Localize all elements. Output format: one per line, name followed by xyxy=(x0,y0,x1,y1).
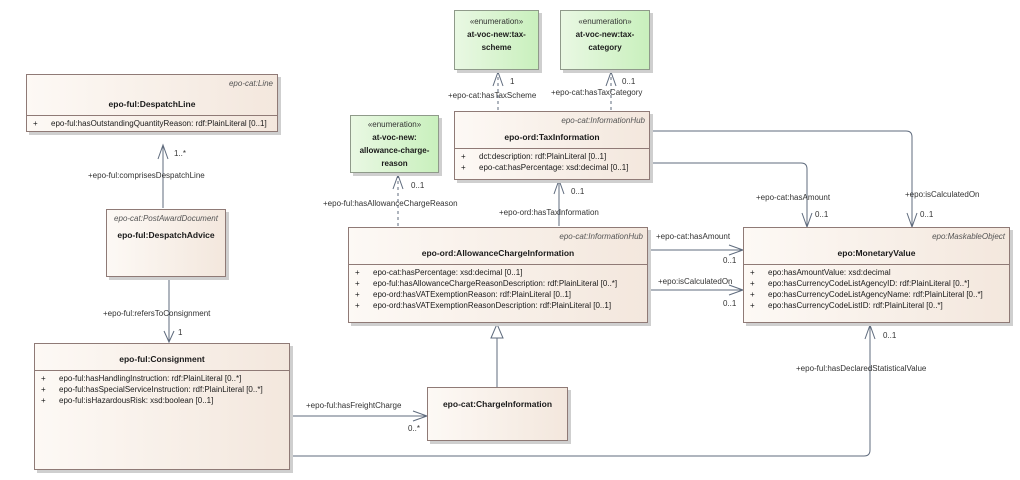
multiplicity-label: 0..1 xyxy=(411,181,425,190)
class-name: epo-ful:DespatchLine xyxy=(108,99,196,109)
attribute: +epo:hasCurrencyCodeListID: rdf:PlainLit… xyxy=(750,301,943,310)
arrowhead-open xyxy=(163,330,175,344)
arrowhead-open xyxy=(392,173,404,190)
divider xyxy=(35,370,289,371)
attribute-list: +epo:hasAmountValue: xsd:decimal +epo:ha… xyxy=(750,267,1005,311)
role-label: +epo-ful:comprisesDespatchLine xyxy=(88,171,205,180)
class-despatch-line[interactable]: epo-cat:Line epo-ful:DespatchLine +epo-f… xyxy=(26,74,278,132)
edge-has-declared-statistical-value xyxy=(290,325,871,457)
attribute: +epo:hasCurrencyCodeListAgencyName: rdf:… xyxy=(750,290,983,299)
attribute: +epo:hasAmountValue: xsd:decimal xyxy=(750,268,891,277)
role-label: +epo-cat:hasAmount xyxy=(756,193,831,202)
arrowhead-open xyxy=(492,70,504,87)
multiplicity-label: 0..1 xyxy=(723,256,737,265)
generalization-triangle xyxy=(490,322,504,339)
enum-name-line: scheme xyxy=(481,43,512,52)
multiplicity-label: 0..1 xyxy=(920,210,934,219)
role-label: +epo-ful:hasFreightCharge xyxy=(306,401,402,410)
attribute: +epo:hasCurrencyCodeListAgencyID: rdf:Pl… xyxy=(750,279,970,288)
class-stereotype: epo-cat:PostAwardDocument xyxy=(114,214,218,223)
attribute: +epo-ord:hasVATExemptionReason: rdf:Plai… xyxy=(355,290,572,299)
enum-tax-scheme[interactable]: «enumeration» at-voc-new:tax- scheme xyxy=(454,10,539,70)
enum-name-line: at-voc-new:tax- xyxy=(575,30,635,39)
class-allowance-charge-information[interactable]: epo-cat:InformationHub epo-ord:Allowance… xyxy=(348,227,648,323)
class-tax-information[interactable]: epo-cat:InformationHub epo-ord:TaxInform… xyxy=(454,111,650,180)
role-label: +epo-cat:hasTaxCategory xyxy=(551,88,643,97)
role-label: +epo:isCalculatedOn xyxy=(658,277,733,286)
class-name: epo-ord:TaxInformation xyxy=(504,132,600,142)
attribute: +epo-ful:hasHandlingInstruction: rdf:Pla… xyxy=(41,374,242,383)
enum-name-line: reason xyxy=(381,159,408,168)
role-label: 1..* xyxy=(174,149,187,158)
class-stereotype: epo-cat:InformationHub xyxy=(561,116,645,125)
attribute: +epo-ful:isHazardousRisk: xsd:boolean [0… xyxy=(41,396,214,405)
arrowhead-open xyxy=(864,323,876,340)
class-charge-information[interactable]: epo-cat:ChargeInformation xyxy=(427,387,568,441)
enum-allowance-charge-reason[interactable]: «enumeration» at-voc-new: allowance-char… xyxy=(350,115,439,173)
attribute: +epo-ful:hasAllowanceChargeReasonDescrip… xyxy=(355,279,618,288)
divider xyxy=(744,264,1009,265)
enum-stereotype: «enumeration» xyxy=(469,17,524,26)
class-stereotype: epo-cat:Line xyxy=(228,79,273,88)
edge-tax-has-amount xyxy=(650,162,808,227)
class-name: epo-ord:AllowanceChargeInformation xyxy=(421,248,575,258)
multiplicity-label: 0..1 xyxy=(571,187,585,196)
enum-stereotype: «enumeration» xyxy=(367,120,422,129)
multiplicity-label: 0..* xyxy=(408,424,421,433)
attribute: +epo-cat:hasPercentage: xsd:decimal [0..… xyxy=(461,163,629,172)
attribute: +epo-ful:hasSpecialServiceInstruction: r… xyxy=(41,385,263,394)
arrowhead-open xyxy=(605,70,617,87)
role-label: +epo-ful:hasDeclaredStatisticalValue xyxy=(796,364,927,373)
attribute: +dct:description: rdf:PlainLiteral [0..1… xyxy=(461,152,607,161)
divider xyxy=(349,264,647,265)
class-consignment[interactable]: epo-ful:Consignment +epo-ful:hasHandling… xyxy=(34,343,290,470)
arrowhead-open xyxy=(553,178,565,195)
enum-name-line: at-voc-new: xyxy=(372,133,417,142)
class-monetary-value[interactable]: epo:MaskableObject epo:MonetaryValue +ep… xyxy=(743,227,1010,323)
role-label: +epo-ful:refersToConsignment xyxy=(103,309,211,318)
class-name: epo-ful:Consignment xyxy=(119,354,205,364)
attribute: +epo-ord:hasVATExemptionReasonDescriptio… xyxy=(355,301,612,310)
class-stereotype: epo-cat:InformationHub xyxy=(559,232,643,241)
class-name: epo-ful:DespatchAdvice xyxy=(117,230,215,240)
class-despatch-advice[interactable]: epo-cat:PostAwardDocument epo-ful:Despat… xyxy=(106,209,226,277)
multiplicity-label: 1 xyxy=(178,328,183,337)
attribute-list: +epo-ful:hasHandlingInstruction: rdf:Pla… xyxy=(41,373,285,406)
class-stereotype: epo:MaskableObject xyxy=(932,232,1005,241)
arrowhead-open xyxy=(157,143,169,160)
attribute-list: +epo-cat:hasPercentage: xsd:decimal [0..… xyxy=(355,267,643,311)
enum-tax-category[interactable]: «enumeration» at-voc-new:tax- category xyxy=(560,10,650,70)
attribute: +epo-cat:hasPercentage: xsd:decimal [0..… xyxy=(355,268,523,277)
enum-stereotype: «enumeration» xyxy=(578,17,632,26)
role-label: +epo-ord:hasTaxInformation xyxy=(499,208,599,217)
role-label: +epo-cat:hasAmount xyxy=(656,232,731,241)
role-label: +epo-cat:hasTaxScheme xyxy=(448,91,537,100)
divider xyxy=(455,148,649,149)
class-name: epo:MonetaryValue xyxy=(837,248,916,258)
role-label: +epo-ful:hasAllowanceChargeReason xyxy=(323,199,458,208)
multiplicity-label: 1 xyxy=(510,77,515,86)
enum-name-line: allowance-charge- xyxy=(359,146,430,155)
divider xyxy=(27,115,277,116)
enum-name-line: at-voc-new:tax- xyxy=(467,30,526,39)
role-label: +epo:isCalculatedOn xyxy=(905,190,980,199)
multiplicity-label: 0..1 xyxy=(815,210,829,219)
attribute: +epo-ful:hasOutstandingQuantityReason: r… xyxy=(33,119,267,128)
class-name: epo-cat:ChargeInformation xyxy=(442,399,553,409)
attribute-list: +dct:description: rdf:PlainLiteral [0..1… xyxy=(461,151,645,173)
enum-name-line: category xyxy=(588,43,622,52)
attribute-list: +epo-ful:hasOutstandingQuantityReason: r… xyxy=(33,118,273,129)
multiplicity-label: 0..1 xyxy=(883,331,897,340)
multiplicity-label: 0..1 xyxy=(622,77,636,86)
edge-tax-is-calculated-on xyxy=(650,130,913,227)
multiplicity-label: 0..1 xyxy=(723,299,737,308)
